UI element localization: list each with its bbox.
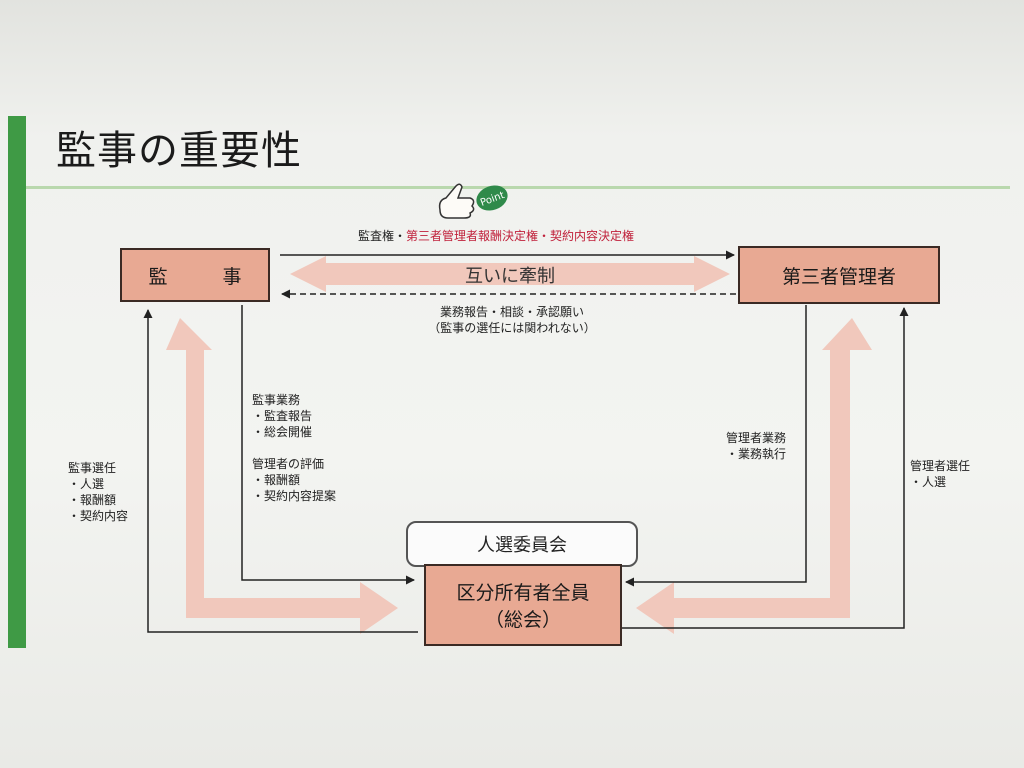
- slide-title: 監事の重要性: [56, 128, 302, 174]
- manager-box: 第三者管理者: [738, 246, 940, 304]
- manager-tasks-label: 管理者業務 ・業務執行: [726, 430, 786, 462]
- manager-selection-line-2: ・人選: [910, 475, 947, 489]
- point-hand-icon: Point: [438, 183, 508, 219]
- report-line-2: （監事の選任には関われない）: [428, 321, 596, 335]
- auditor-box: 監 事: [120, 248, 270, 302]
- auditor-selection-line-4: ・契約内容: [68, 509, 129, 523]
- auditor-selection-line-2: ・人選: [68, 477, 105, 491]
- audit-rights-highlight: 第三者管理者報酬決定権・契約内容決定権: [406, 229, 635, 243]
- pink-arrow-auditor-to-owners: [166, 318, 398, 634]
- manager-tasks-line-1: 管理者業務: [726, 431, 787, 445]
- audit-tasks-line-1: 監事業務: [252, 393, 301, 407]
- accent-bar: [8, 116, 26, 648]
- auditor-selection-line-3: ・報酬額: [68, 493, 117, 507]
- audit-tasks-line-2: ・監査報告: [252, 409, 313, 423]
- manager-eval-label: 管理者の評価 ・報酬額 ・契約内容提案: [252, 456, 336, 504]
- report-label: 業務報告・相談・承認願い （監事の選任には関われない）: [402, 304, 622, 336]
- arrow-audit-tasks: [241, 305, 415, 585]
- manager-eval-line-2: ・報酬額: [252, 473, 301, 487]
- title-underline: [26, 186, 1010, 189]
- audit-rights-label: 監査権・第三者管理者報酬決定権・契約内容決定権: [358, 228, 634, 244]
- manager-selection-label: 管理者選任 ・人選: [910, 458, 970, 490]
- auditor-selection-label: 監事選任 ・人選 ・報酬額 ・契約内容: [68, 460, 128, 524]
- report-line-1: 業務報告・相談・承認願い: [439, 305, 584, 319]
- owners-box: 区分所有者全員 （総会）: [424, 564, 622, 646]
- audit-rights-plain: 監査権・: [358, 229, 407, 243]
- audit-tasks-line-3: ・総会開催: [252, 425, 313, 439]
- audit-tasks-label: 監事業務 ・監査報告 ・総会開催: [252, 392, 312, 440]
- manager-eval-line-1: 管理者の評価: [252, 457, 325, 471]
- manager-selection-line-1: 管理者選任: [910, 459, 971, 473]
- arrow-manager-selection: [622, 307, 909, 629]
- arrow-auditor-selection: [143, 309, 418, 633]
- manager-eval-line-3: ・契約内容提案: [252, 489, 337, 503]
- committee-box: 人選委員会: [406, 521, 638, 567]
- arrow-manager-tasks: [625, 305, 807, 587]
- pink-arrow-owners-to-manager: [636, 318, 872, 634]
- manager-tasks-line-2: ・業務執行: [726, 447, 787, 461]
- auditor-selection-line-1: 監事選任: [68, 461, 117, 475]
- owners-line-1: 区分所有者全員: [456, 582, 590, 604]
- owners-line-2: （総会）: [484, 609, 561, 631]
- mutual-check-label: 互いに牽制: [465, 266, 555, 287]
- mutual-double-arrow: [290, 256, 730, 292]
